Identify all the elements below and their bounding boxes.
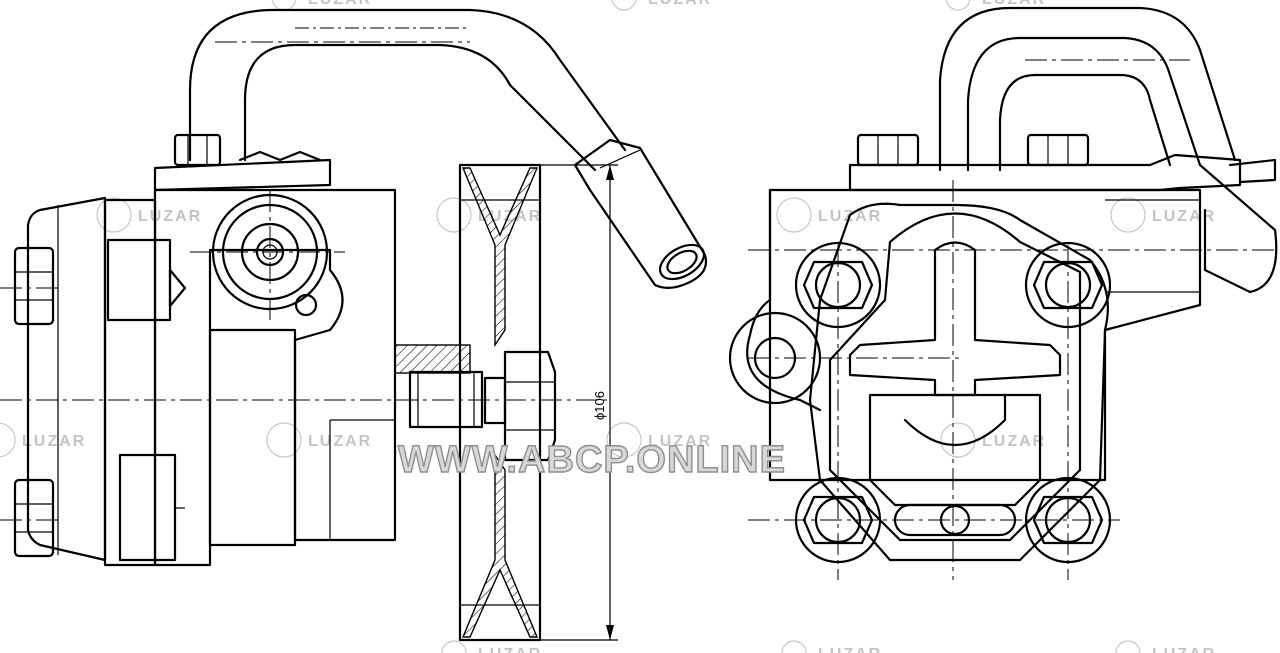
center-lines <box>0 41 1275 580</box>
svg-text:LUZAR: LUZAR <box>1152 208 1216 225</box>
cover-bolt-head <box>13 478 55 558</box>
pump-housing <box>808 202 1109 562</box>
luzar-watermark: LUZAR <box>611 0 712 11</box>
svg-text:LUZAR: LUZAR <box>138 208 202 225</box>
luzar-watermark: LUZAR <box>1115 640 1216 653</box>
bracket-bolt-head <box>856 133 920 167</box>
diameter-dimension: ϕ106 <box>540 164 618 641</box>
outlet-pipe-loop <box>938 6 1237 172</box>
luzar-watermark: LUZAR <box>96 197 202 233</box>
rear-cover <box>26 196 107 562</box>
end-bracket <box>848 153 1242 192</box>
svg-text:LUZAR: LUZAR <box>818 646 882 653</box>
drive-shaft <box>394 344 471 374</box>
watermark-layer: LUZAR LUZAR LUZAR LUZAR LUZAR LUZAR LUZA… <box>0 0 1216 653</box>
svg-text:LUZAR: LUZAR <box>1152 646 1216 653</box>
mount-bolt <box>794 476 882 564</box>
mount-bolt <box>1024 476 1112 564</box>
svg-text:LUZAR: LUZAR <box>982 0 1046 8</box>
svg-text:LUZAR: LUZAR <box>22 433 86 450</box>
pump-end-view <box>728 6 1278 564</box>
luzar-watermark: LUZAR <box>271 0 372 11</box>
diameter-label: ϕ106 <box>592 391 607 420</box>
pressure-port <box>211 193 329 311</box>
mount-bolt <box>794 241 882 329</box>
pulley-nut <box>503 350 557 462</box>
luzar-watermark: LUZAR <box>940 422 1046 458</box>
luzar-watermark: LUZAR <box>781 640 882 653</box>
luzar-watermark: LUZAR <box>606 422 712 458</box>
bracket-bolt-head <box>173 133 222 167</box>
site-watermark: WWW.ABCP.ONLINE <box>398 439 786 481</box>
luzar-watermark: LUZAR <box>441 640 542 653</box>
luzar-watermark: LUZAR <box>945 0 1046 11</box>
luzar-watermark: LUZAR <box>266 422 372 458</box>
pipe-fitting <box>573 138 708 289</box>
svg-text:LUZAR: LUZAR <box>648 433 712 450</box>
luzar-watermark: LUZAR <box>776 197 880 233</box>
mounting-bracket <box>153 158 332 192</box>
svg-text:LUZAR: LUZAR <box>308 0 372 8</box>
luzar-watermark: LUZAR <box>0 422 86 458</box>
outlet-pipe <box>188 8 627 162</box>
cover-bolt-head <box>13 246 55 326</box>
pump-body <box>153 188 397 567</box>
luzar-watermark: LUZAR <box>1110 197 1216 233</box>
svg-text:LUZAR: LUZAR <box>648 0 712 8</box>
bracket-bolt-head <box>1026 133 1090 167</box>
svg-text:LUZAR: LUZAR <box>308 433 372 450</box>
pump-side-view: ϕ106 <box>13 8 708 642</box>
mount-ear <box>728 311 822 405</box>
svg-text:LUZAR: LUZAR <box>478 646 542 653</box>
mount-bolt <box>1024 241 1112 329</box>
svg-text:LUZAR: LUZAR <box>982 433 1046 450</box>
